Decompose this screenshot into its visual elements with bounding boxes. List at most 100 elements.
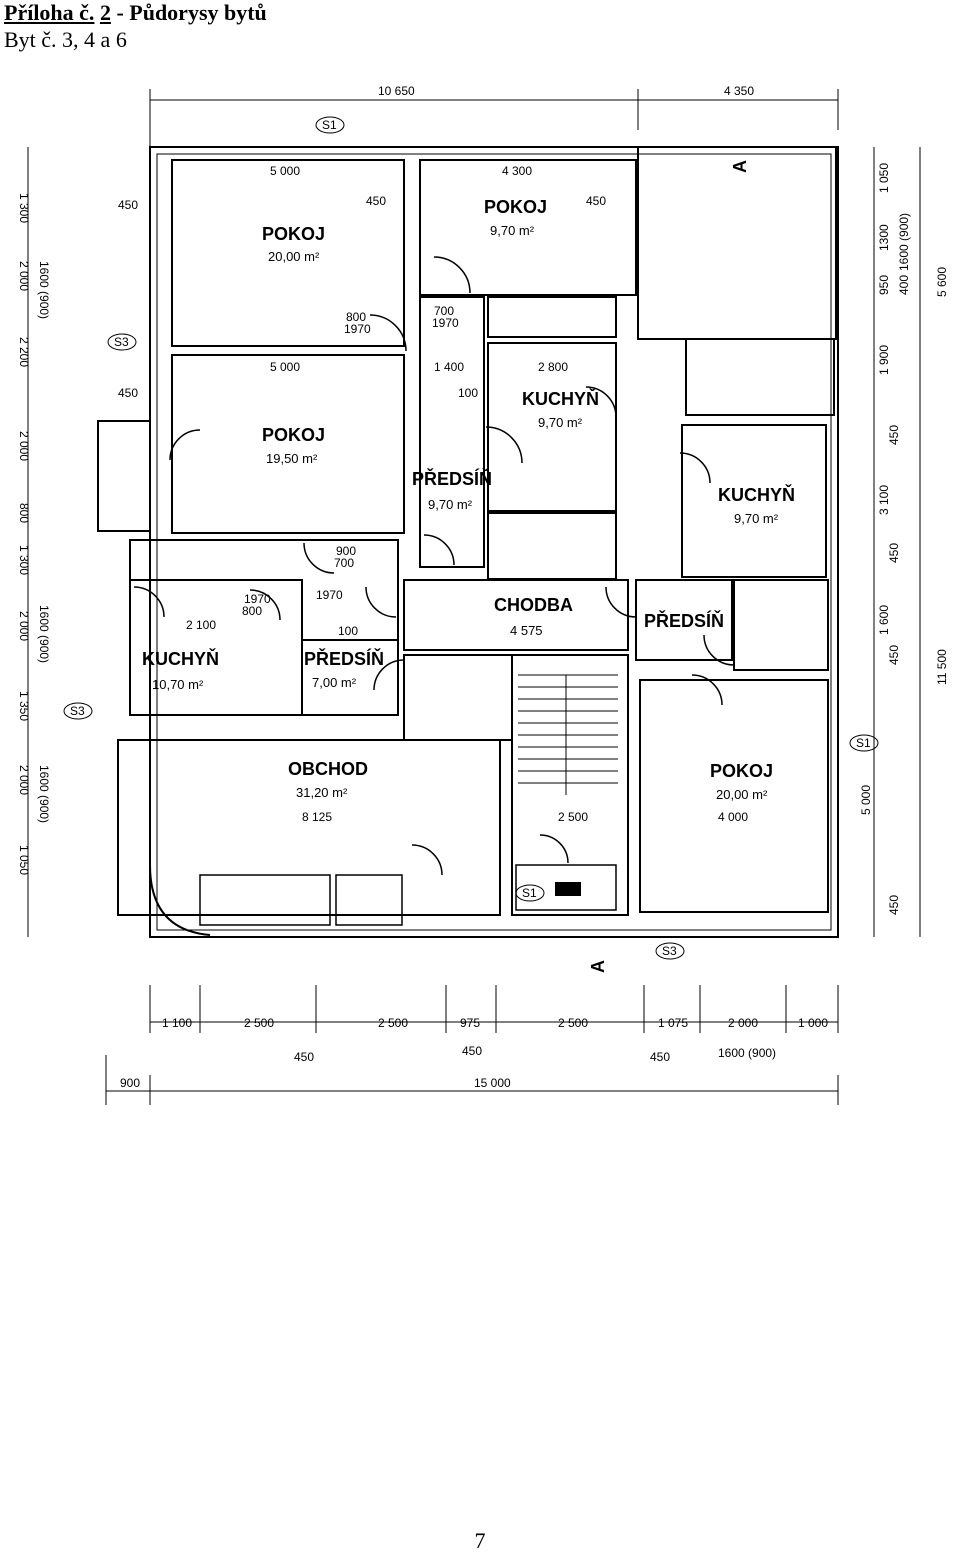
dim-label: 2 000 (17, 765, 31, 795)
section-cut-marker: A (730, 160, 750, 173)
corridor-wall (403, 579, 629, 651)
dim-label: 450 (887, 895, 901, 915)
section-marker: S3 (662, 944, 677, 958)
dim-label: 2 000 (17, 261, 31, 291)
room-label: PŘEDSÍŇ (644, 610, 724, 631)
bath-wall (403, 654, 513, 741)
dim-label: 1600 (900) (37, 605, 51, 663)
section-marker: S3 (114, 335, 129, 349)
section-cut-marker: A (588, 960, 608, 973)
dim-label: 900 (336, 544, 356, 558)
dim-label: 450 (887, 425, 901, 445)
room-label: POKOJ (484, 197, 547, 217)
dim-label: 450 (294, 1050, 314, 1064)
room-wall (419, 159, 637, 296)
dim-label: 1 400 (434, 360, 464, 374)
dim-label: 4 350 (724, 84, 754, 98)
bath-wall (733, 579, 829, 671)
dim-label: 1 300 (17, 545, 31, 575)
dim-label: 1600 (900) (718, 1046, 776, 1060)
title-rest: - Půdorysy bytů (110, 0, 267, 25)
dim-label: 450 (366, 194, 386, 208)
dim-label: 1970 (244, 592, 271, 606)
room-wall (129, 579, 303, 716)
dim-label: 4 300 (502, 164, 532, 178)
dim-label: 2 000 (17, 611, 31, 641)
dim-label: 10 650 (378, 84, 415, 98)
shop-wall (117, 739, 501, 916)
dim-label: 1 900 (877, 345, 891, 375)
dim-label: 2 500 (558, 810, 588, 824)
dim-label: 450 (650, 1050, 670, 1064)
dim-label: 1 050 (17, 845, 31, 875)
dim-label: 100 (338, 624, 358, 638)
room-area: 9,70 m² (734, 511, 779, 526)
title-number: 2 (99, 0, 111, 25)
dim-label: 800 (242, 604, 262, 618)
room-area: 20,00 m² (716, 787, 768, 802)
room-label: CHODBA (494, 595, 573, 615)
dim-label: 1 075 (658, 1016, 688, 1030)
room-area: 10,70 m² (152, 677, 204, 692)
title-prefix: Příloha č. (4, 0, 95, 25)
room-label: KUCHYŇ (522, 388, 599, 409)
page-subtitle: Byt č. 3, 4 a 6 (4, 27, 127, 52)
dim-label: 2 500 (558, 1016, 588, 1030)
dim-label: 800 (346, 310, 366, 324)
room-label: OBCHOD (288, 759, 368, 779)
room-wall (487, 512, 617, 580)
dim-label: 975 (460, 1016, 480, 1030)
dim-label: 1970 (432, 316, 459, 330)
dim-label: 1 000 (798, 1016, 828, 1030)
dim-label: 1970 (344, 322, 371, 336)
dim-label: 800 (17, 503, 31, 523)
dim-label: 8 125 (302, 810, 332, 824)
dim-label: 1 100 (162, 1016, 192, 1030)
dim-label: 3 100 (877, 485, 891, 515)
room-wall (635, 579, 733, 661)
room-wall (639, 679, 829, 913)
dim-label: 5 000 (859, 785, 873, 815)
dim-label: 2 800 (538, 360, 568, 374)
room-wall (171, 159, 405, 347)
dim-label: 5 000 (270, 360, 300, 374)
room-label: KUCHYŇ (718, 484, 795, 505)
dim-label: 2 000 (728, 1016, 758, 1030)
dim-label: 2 500 (378, 1016, 408, 1030)
dim-label: 1600 (900) (37, 765, 51, 823)
dim-label: 4 000 (718, 810, 748, 824)
room-area: 20,00 m² (268, 249, 320, 264)
dim-label: 2 500 (244, 1016, 274, 1030)
room-label: PŘEDSÍŇ (412, 468, 492, 489)
dim-label: 1 300 (17, 193, 31, 223)
dim-label: 450 (462, 1044, 482, 1058)
stair-wall (511, 654, 629, 916)
section-marker: S1 (856, 736, 871, 750)
outer-wall (149, 146, 839, 938)
room-label: KUCHYŇ (142, 648, 219, 669)
dim-label: 2 200 (17, 337, 31, 367)
dim-label: 15 000 (474, 1076, 511, 1090)
room-area: 9,70 m² (490, 223, 535, 238)
room-area: 4 575 (510, 623, 543, 638)
dim-label: 1600 (900) (897, 213, 911, 271)
dim-label: 11 500 (935, 649, 949, 685)
section-marker: S1 (522, 886, 537, 900)
room-label: PŘEDSÍŇ (304, 648, 384, 669)
room-wall (419, 296, 485, 568)
annex-wall (97, 420, 151, 532)
room-area: 9,70 m² (428, 497, 473, 512)
dim-label: 1 350 (17, 691, 31, 721)
dim-label: 700 (434, 304, 454, 318)
section-marker: S1 (322, 118, 337, 132)
dim-label: 700 (334, 556, 354, 570)
dim-label: 1970 (316, 588, 343, 602)
room-wall (685, 338, 835, 416)
room-area: 9,70 m² (538, 415, 583, 430)
room-wall (637, 146, 837, 340)
dim-label: 900 (120, 1076, 140, 1090)
dim-label: 450 (118, 386, 138, 400)
room-label: POKOJ (710, 761, 773, 781)
room-area: 19,50 m² (266, 451, 318, 466)
dim-label: 450 (586, 194, 606, 208)
